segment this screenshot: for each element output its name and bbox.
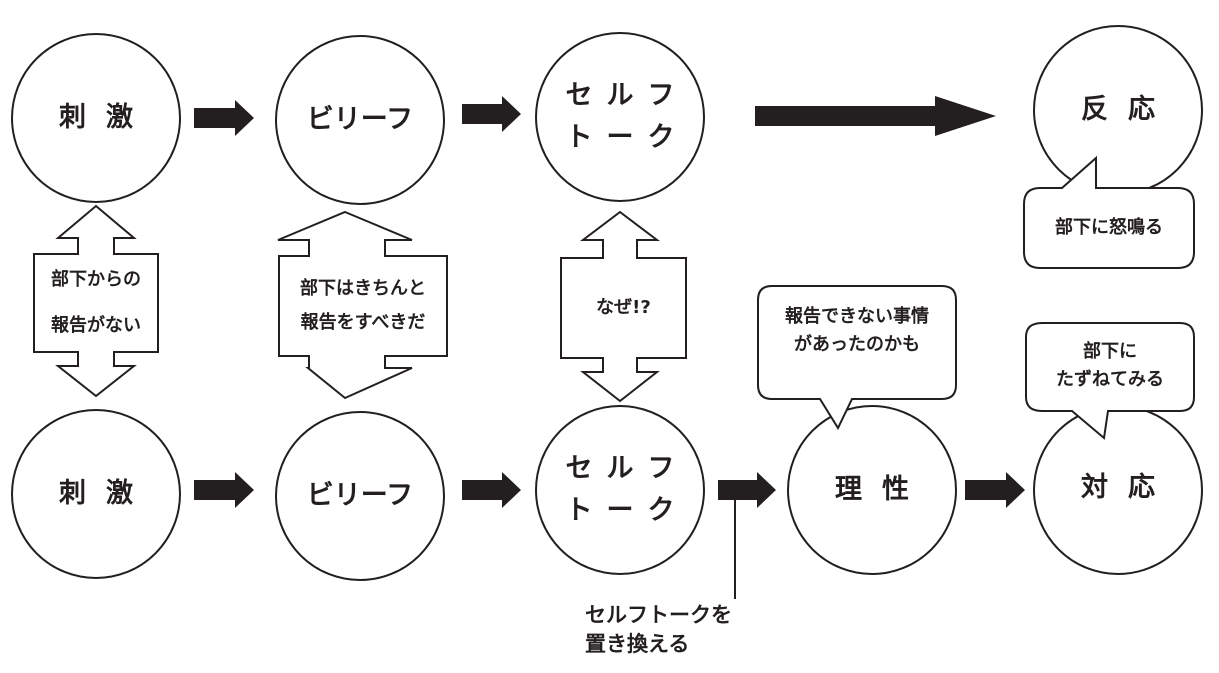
top-belief-text: ビリーフ [306,104,414,135]
top-self-talk-line-1: セルフ [565,80,689,111]
top-arrow-long [755,96,996,136]
reason-example-label: 報告できない事情 があったのかも [758,288,956,374]
bottom-arrow-3 [718,472,776,508]
self-talk-example-text: なぜ!? [596,297,651,318]
belief-double-arrow [277,210,448,400]
bottom-belief-circle [275,411,445,581]
bottom-self-talk-line-2: トーク [565,495,689,526]
top-stimulus-label: 刺激 [36,96,156,140]
response-example-line-2: たずねてみる [1056,369,1164,390]
reason-speech-bubble [757,285,957,431]
annotation-line-2: 置き換える [585,632,690,656]
response-speech-bubble [1025,322,1195,440]
bottom-response-text: 対応 [1081,472,1175,503]
belief-example-label: 部下はきちんと 報告をすべきだ [279,256,447,356]
bottom-reason-label: 理性 [812,468,932,512]
top-stimulus-text: 刺激 [59,102,153,133]
bottom-stimulus-circle [11,409,181,579]
reaction-speech-bubble [1023,155,1195,269]
bottom-belief-label: ビリーフ [290,474,430,518]
bottom-self-talk-label: セルフ トーク [550,447,690,533]
reason-example-line-2: があったのかも [794,334,920,355]
bottom-arrow-2 [462,472,521,508]
stimulus-example-line-2: 報告がない [51,315,141,336]
top-self-talk-circle [535,32,705,202]
reaction-example-label: 部下に怒鳴る [1024,190,1194,266]
stimulus-double-arrow [33,204,159,398]
top-reaction-text: 反応 [1081,94,1175,125]
self-talk-example-label: なぜ!? [561,258,686,358]
self-talk-double-arrow [560,210,687,403]
top-belief-circle [275,35,445,205]
annotation-line-1: セルフトークを [585,603,732,627]
top-stimulus-circle [11,33,181,203]
top-arrow-1 [194,100,254,136]
bottom-reason-text: 理性 [835,474,929,505]
belief-example-line-2: 報告をすべきだ [300,312,426,333]
bottom-arrow-4 [965,472,1025,508]
bottom-self-talk-line-1: セルフ [565,453,689,484]
bottom-self-talk-circle [535,405,705,575]
bottom-stimulus-label: 刺激 [36,472,156,516]
bottom-response-label: 対応 [1058,466,1178,510]
response-example-label: 部下に たずねてみる [1026,330,1194,402]
reaction-example-text: 部下に怒鳴る [1055,217,1163,238]
reason-example-line-1: 報告できない事情 [785,306,929,327]
replace-self-talk-annotation: セルフトークを 置き換える [585,600,785,660]
top-reaction-label: 反応 [1058,88,1178,132]
bottom-reason-circle [787,405,957,575]
belief-example-line-1: 部下はきちんと [300,278,426,299]
stimulus-example-line-1: 部下からの [51,269,141,290]
stimulus-example-label: 部下からの 報告がない [34,254,158,352]
top-arrow-2 [462,96,521,132]
top-self-talk-label: セルフ トーク [550,74,690,160]
top-belief-label: ビリーフ [290,98,430,142]
top-self-talk-line-2: トーク [565,122,689,153]
bottom-belief-text: ビリーフ [306,480,414,511]
response-example-line-1: 部下に [1083,341,1137,362]
bottom-stimulus-text: 刺激 [59,478,153,509]
bottom-arrow-1 [194,472,254,508]
